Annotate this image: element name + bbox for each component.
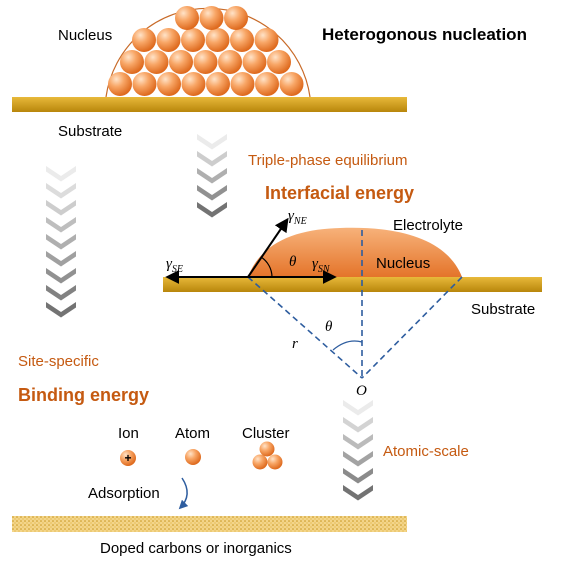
nucleus-atom (206, 72, 230, 96)
nucleus-atom (108, 72, 132, 96)
chevron-segment (343, 417, 373, 433)
contact-angle-theta: θ (289, 254, 297, 270)
top-substrate-label: Substrate (58, 123, 122, 140)
nucleus-atom (255, 72, 279, 96)
chevron-segment (46, 217, 76, 233)
chevron-arrow-right (343, 400, 373, 501)
atom-sphere (185, 449, 201, 465)
chevron-segment (343, 451, 373, 467)
chevron-segment (46, 166, 76, 182)
chevron-arrow-middle (197, 134, 227, 218)
nucleus-atom (230, 72, 255, 96)
chevron-segment (46, 268, 76, 284)
nucleus-atom (242, 50, 267, 74)
ion-sphere (120, 450, 136, 466)
nucleus-atom (230, 28, 254, 52)
chevron-segment (343, 400, 373, 416)
chevron-segment (46, 285, 76, 301)
electrolyte-label: Electrolyte (393, 217, 463, 234)
chevron-segment (343, 434, 373, 450)
nucleus-atom (144, 50, 169, 74)
gamma-ne-arrow (247, 217, 289, 278)
nucleus-atom (181, 28, 205, 52)
doped-substrate-label: Doped carbons or inorganics (100, 540, 292, 557)
atomic-scale-label: Atomic-scale (383, 443, 469, 460)
triple-phase-label: Triple-phase equilibrium (248, 152, 408, 169)
gamma-se-label: γSE (166, 256, 183, 275)
nucleus-atom (120, 50, 144, 74)
binding-energy-heading: Binding energy (18, 385, 149, 405)
chevron-segment (197, 202, 227, 218)
center-angle-arc (332, 340, 363, 351)
cluster-spheres (252, 441, 283, 470)
nucleus-atom (169, 50, 193, 74)
top-substrate-bar (12, 97, 407, 112)
ion-label: Ion (118, 425, 139, 442)
chevron-segment (46, 251, 76, 267)
chevron-segment (46, 234, 76, 250)
nucleus-atom (132, 28, 156, 52)
chevron-segment (46, 302, 76, 318)
nucleus-atom (156, 28, 181, 52)
chevron-segment (197, 168, 227, 184)
top-nucleus-label: Nucleus (58, 27, 112, 44)
nucleus-atom (157, 72, 181, 96)
middle-substrate-label: Substrate (471, 301, 535, 318)
nucleus-cap (248, 227, 462, 277)
nucleus-atom (218, 50, 242, 74)
origin-label: O (356, 383, 367, 399)
interfacial-energy-heading: Interfacial energy (265, 183, 414, 203)
site-specific-label: Site-specific (18, 353, 99, 370)
chevron-segment (197, 185, 227, 201)
nucleus-atoms (108, 6, 304, 96)
nucleus-atom (279, 72, 304, 96)
adsorption-arrow (178, 477, 189, 510)
ion-charge-symbol: + (124, 451, 131, 465)
diagram-title: Heterogonous nucleation (322, 25, 527, 44)
cluster-label: Cluster (242, 425, 290, 442)
radius-label: r (292, 336, 298, 352)
nucleus-atom (205, 28, 230, 52)
nucleus-atom (254, 28, 279, 52)
radius-line-left (247, 276, 363, 379)
nucleus-atom (181, 72, 206, 96)
chevron-arrow-left (46, 166, 76, 318)
chevron-segment (197, 134, 227, 150)
gamma-sn-label: γSN (312, 256, 331, 275)
chevron-segment (343, 468, 373, 484)
adsorption-label: Adsorption (88, 485, 160, 502)
chevron-segment (46, 200, 76, 216)
nucleus-atom (199, 6, 224, 30)
chevron-segment (46, 183, 76, 199)
contact-angle-arc (260, 256, 273, 278)
gamma-ne-label: γNE (288, 208, 307, 227)
radius-line-right (361, 276, 463, 379)
nucleus-atom (132, 72, 157, 96)
chevron-segment (343, 485, 373, 501)
nucleus-atom (193, 50, 218, 74)
nucleus-atom (175, 6, 199, 30)
middle-substrate-bar (163, 277, 542, 292)
chevron-segment (197, 151, 227, 167)
center-angle-theta: θ (325, 319, 333, 335)
nucleus-atom (267, 50, 291, 74)
nucleus-atom (224, 6, 248, 30)
doped-substrate-bar (12, 516, 407, 532)
atom-label: Atom (175, 425, 210, 442)
cap-nucleus-label: Nucleus (376, 255, 430, 272)
